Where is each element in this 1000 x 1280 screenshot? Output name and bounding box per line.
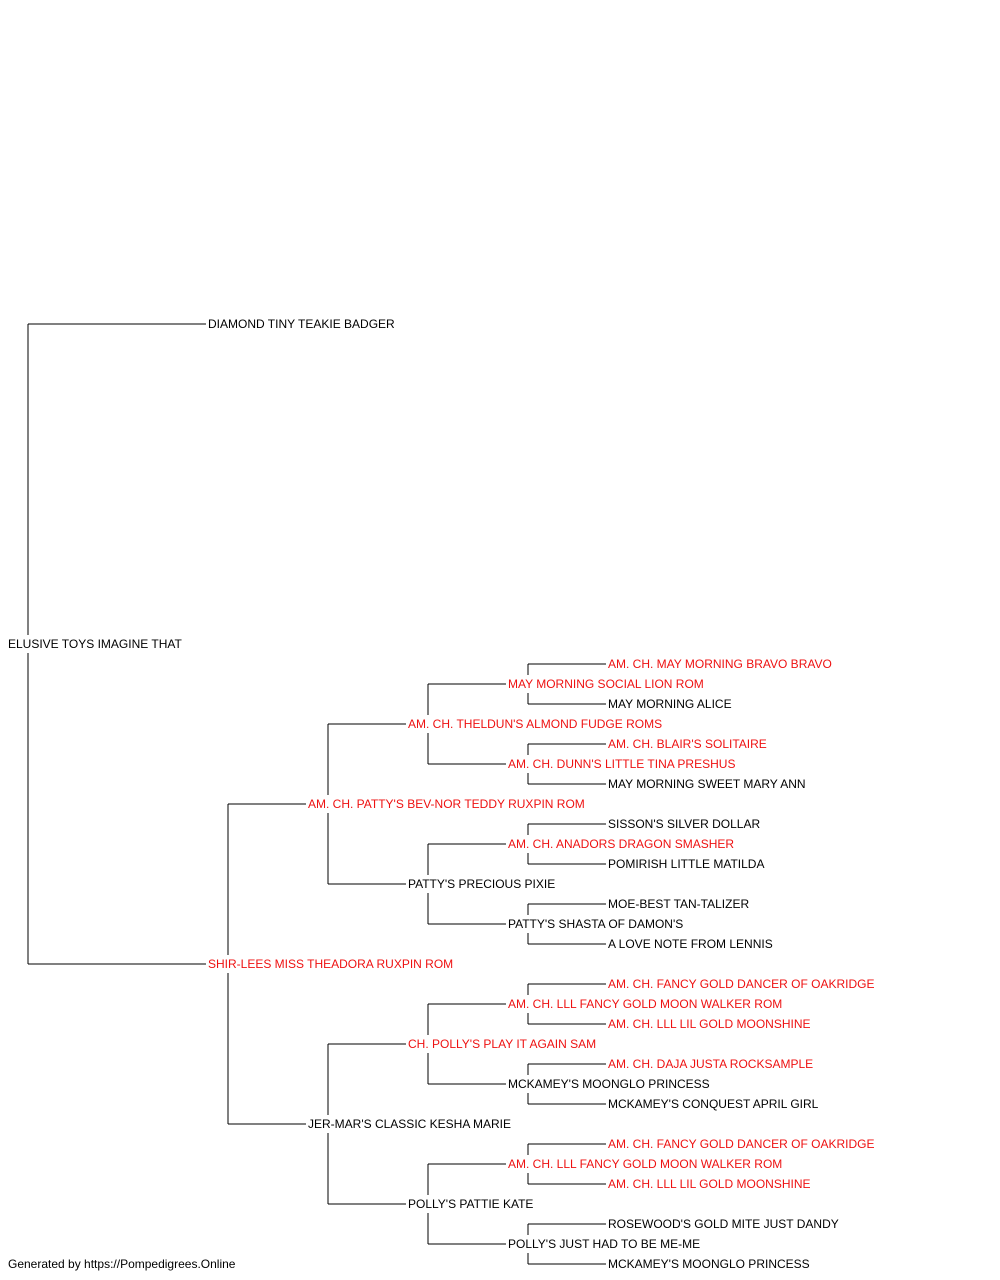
generated-by-footer: Generated by https://Pompedigrees.Online — [8, 1257, 236, 1271]
pedigree-entry: AM. CH. DAJA JUSTA ROCKSAMPLE — [608, 1057, 813, 1071]
pedigree-entry: JER-MAR'S CLASSIC KESHA MARIE — [308, 1117, 511, 1131]
pedigree-entry: MAY MORNING SOCIAL LION ROM — [508, 677, 704, 691]
pedigree-entry: SHIR-LEES MISS THEADORA RUXPIN ROM — [208, 957, 453, 971]
pedigree-entry: AM. CH. BLAIR'S SOLITAIRE — [608, 737, 767, 751]
pedigree-entry: AM. CH. LLL LIL GOLD MOONSHINE — [608, 1017, 811, 1031]
pedigree-entry: POLLY'S JUST HAD TO BE ME-ME — [508, 1237, 700, 1251]
pedigree-entry: POLLY'S PATTIE KATE — [408, 1197, 533, 1211]
pedigree-entry: AM. CH. THELDUN'S ALMOND FUDGE ROMS — [408, 717, 662, 731]
pedigree-entry: A LOVE NOTE FROM LENNIS — [608, 937, 773, 951]
pedigree-entry: AM. CH. MAY MORNING BRAVO BRAVO — [608, 657, 832, 671]
pedigree-entry: POMIRISH LITTLE MATILDA — [608, 857, 764, 871]
pedigree-entry: AM. CH. DUNN'S LITTLE TINA PRESHUS — [508, 757, 735, 771]
pedigree-entry: AM. CH. ANADORS DRAGON SMASHER — [508, 837, 734, 851]
pedigree-entry: AM. CH. FANCY GOLD DANCER OF OAKRIDGE — [608, 977, 874, 991]
pedigree-entry: AM. CH. LLL FANCY GOLD MOON WALKER ROM — [508, 1157, 782, 1171]
pedigree-entry: CH. POLLY'S PLAY IT AGAIN SAM — [408, 1037, 596, 1051]
pedigree-entry: AM. CH. LLL FANCY GOLD MOON WALKER ROM — [508, 997, 782, 1011]
pedigree-entry: DIAMOND TINY TEAKIE BADGER — [208, 317, 395, 331]
pedigree-entry: MAY MORNING SWEET MARY ANN — [608, 777, 806, 791]
pedigree-entry: MCKAMEY'S MOONGLO PRINCESS — [508, 1077, 710, 1091]
pedigree-entry: AM. CH. PATTY'S BEV-NOR TEDDY RUXPIN ROM — [308, 797, 585, 811]
pedigree-entry: MAY MORNING ALICE — [608, 697, 732, 711]
pedigree-entry: AM. CH. FANCY GOLD DANCER OF OAKRIDGE — [608, 1137, 874, 1151]
pedigree-entry: AM. CH. LLL LIL GOLD MOONSHINE — [608, 1177, 811, 1191]
pedigree-entry: MOE-BEST TAN-TALIZER — [608, 897, 749, 911]
pedigree-entry: ELUSIVE TOYS IMAGINE THAT — [8, 637, 182, 651]
pedigree-entry: PATTY'S PRECIOUS PIXIE — [408, 877, 555, 891]
pedigree-entry: ROSEWOOD'S GOLD MITE JUST DANDY — [608, 1217, 839, 1231]
pedigree-entry: PATTY'S SHASTA OF DAMON'S — [508, 917, 683, 931]
pedigree-entry: MCKAMEY'S CONQUEST APRIL GIRL — [608, 1097, 819, 1111]
pedigree-entry: SISSON'S SILVER DOLLAR — [608, 817, 760, 831]
pedigree-entry: MCKAMEY'S MOONGLO PRINCESS — [608, 1257, 810, 1271]
